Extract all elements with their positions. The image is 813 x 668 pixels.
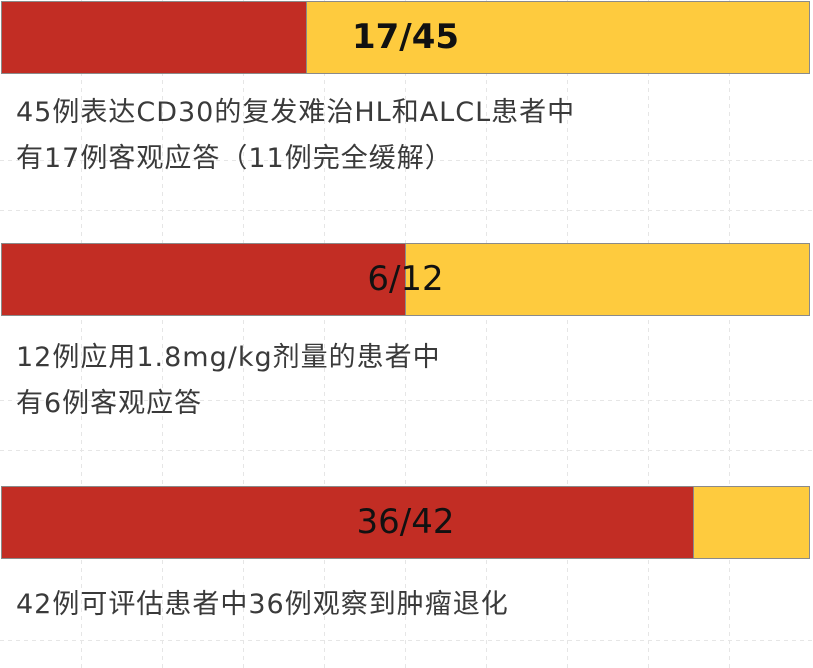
response-bar-3: 36/42 <box>1 486 810 559</box>
response-bar-3-label: 36/42 <box>356 502 455 542</box>
response-bar-3-description: 42例可评估患者中36例观察到肿瘤退化 <box>16 582 509 628</box>
response-bar-2-label: 6/12 <box>367 259 444 299</box>
response-bar-1-fill <box>2 2 307 73</box>
response-bar-1-label: 17/45 <box>351 17 460 57</box>
response-bar-2-description: 12例应用1.8mg/kg剂量的患者中 有6例客观应答 <box>16 335 441 427</box>
response-bar-1: 17/45 <box>1 1 810 74</box>
response-bar-3-fill <box>2 487 694 558</box>
response-bar-1-description-line-2: 有17例客观应答（11例完全缓解） <box>16 143 453 174</box>
response-bar-2-fill <box>2 244 406 315</box>
response-bar-1-description-line-1: 45例表达CD30的复发难治HL和ALCL患者中 <box>16 97 576 128</box>
response-bar-2-description-line-2: 有6例客观应答 <box>16 388 203 419</box>
response-bar-1-description: 45例表达CD30的复发难治HL和ALCL患者中 有17例客观应答（11例完全缓… <box>16 90 575 182</box>
response-bar-2-description-line-1: 12例应用1.8mg/kg剂量的患者中 <box>16 342 441 373</box>
response-bar-3-description-line-1: 42例可评估患者中36例观察到肿瘤退化 <box>16 589 509 620</box>
response-bar-2: 6/12 <box>1 243 810 316</box>
